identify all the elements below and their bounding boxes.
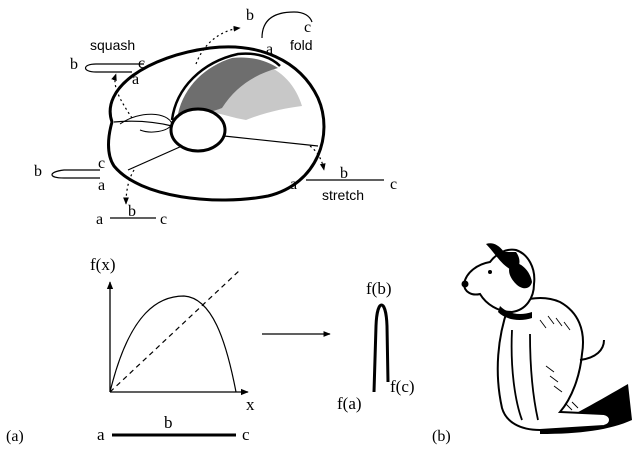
- squash-label: squash: [90, 37, 135, 53]
- section-line-right: [223, 135, 319, 147]
- bottom-strip-a: a: [96, 211, 103, 228]
- stretch-b: b: [340, 165, 348, 182]
- section-line-upper-left: [113, 120, 173, 127]
- dark-band: [178, 57, 278, 115]
- label-fa: f(a): [337, 394, 362, 413]
- stretch-c: c: [390, 176, 397, 193]
- section-line-lower-left: [127, 145, 183, 171]
- fold-curve: [261, 11, 313, 39]
- bottom-strip-c: c: [160, 211, 167, 228]
- squash-curve: [84, 63, 144, 73]
- section-loop: [119, 113, 173, 133]
- image-curve: [372, 303, 390, 393]
- dog-nose: [461, 280, 469, 288]
- squash-a: a: [132, 71, 139, 88]
- map-plot: f(x) x a b c (a): [6, 255, 255, 445]
- fold-arrow: [195, 25, 241, 65]
- diagonal-line: [109, 269, 241, 393]
- band-outline: [170, 52, 281, 121]
- dog-eye: [488, 270, 492, 274]
- interval-b: b: [164, 413, 173, 432]
- image-curve-group: f(b) f(a) f(c): [337, 279, 415, 413]
- label-fc: f(c): [390, 377, 415, 396]
- fold-c: c: [304, 19, 311, 36]
- x-axis-label: x: [246, 395, 255, 414]
- torus-diagram: squash b c a b c fold a b c a a b c stre…: [34, 7, 397, 228]
- dog-front-legs: [510, 329, 539, 421]
- squash-c: c: [138, 55, 145, 72]
- map-curve: [109, 295, 237, 393]
- dog-collar: [498, 306, 532, 320]
- panel-label-a: (a): [6, 428, 24, 445]
- fold-label: fold: [290, 37, 313, 53]
- dog-tail: [579, 339, 605, 361]
- left-strip-b: b: [34, 163, 42, 180]
- dog-body: [496, 297, 611, 432]
- squash-b: b: [70, 56, 78, 73]
- interval-c: c: [242, 425, 250, 444]
- left-strip-a: a: [98, 177, 105, 194]
- torus-hole: [169, 107, 227, 153]
- stretch-arrow: [309, 145, 326, 171]
- left-strip-c: c: [98, 155, 105, 172]
- squash-arrow: [111, 73, 133, 119]
- dog-illustration: (b): [432, 243, 632, 445]
- stretch-label: stretch: [322, 187, 364, 203]
- left-strip-curve: [51, 169, 100, 179]
- dog-patch: [509, 262, 532, 289]
- fold-a: a: [266, 41, 273, 58]
- stretch-a: a: [290, 176, 297, 193]
- bottom-strip-b: b: [128, 203, 136, 220]
- label-fb: f(b): [366, 279, 391, 298]
- y-axis-label: f(x): [90, 255, 115, 274]
- fold-b: b: [246, 7, 254, 24]
- interval-a: a: [97, 425, 105, 444]
- panel-label-b: (b): [432, 428, 451, 445]
- dog-hatching: [539, 315, 579, 411]
